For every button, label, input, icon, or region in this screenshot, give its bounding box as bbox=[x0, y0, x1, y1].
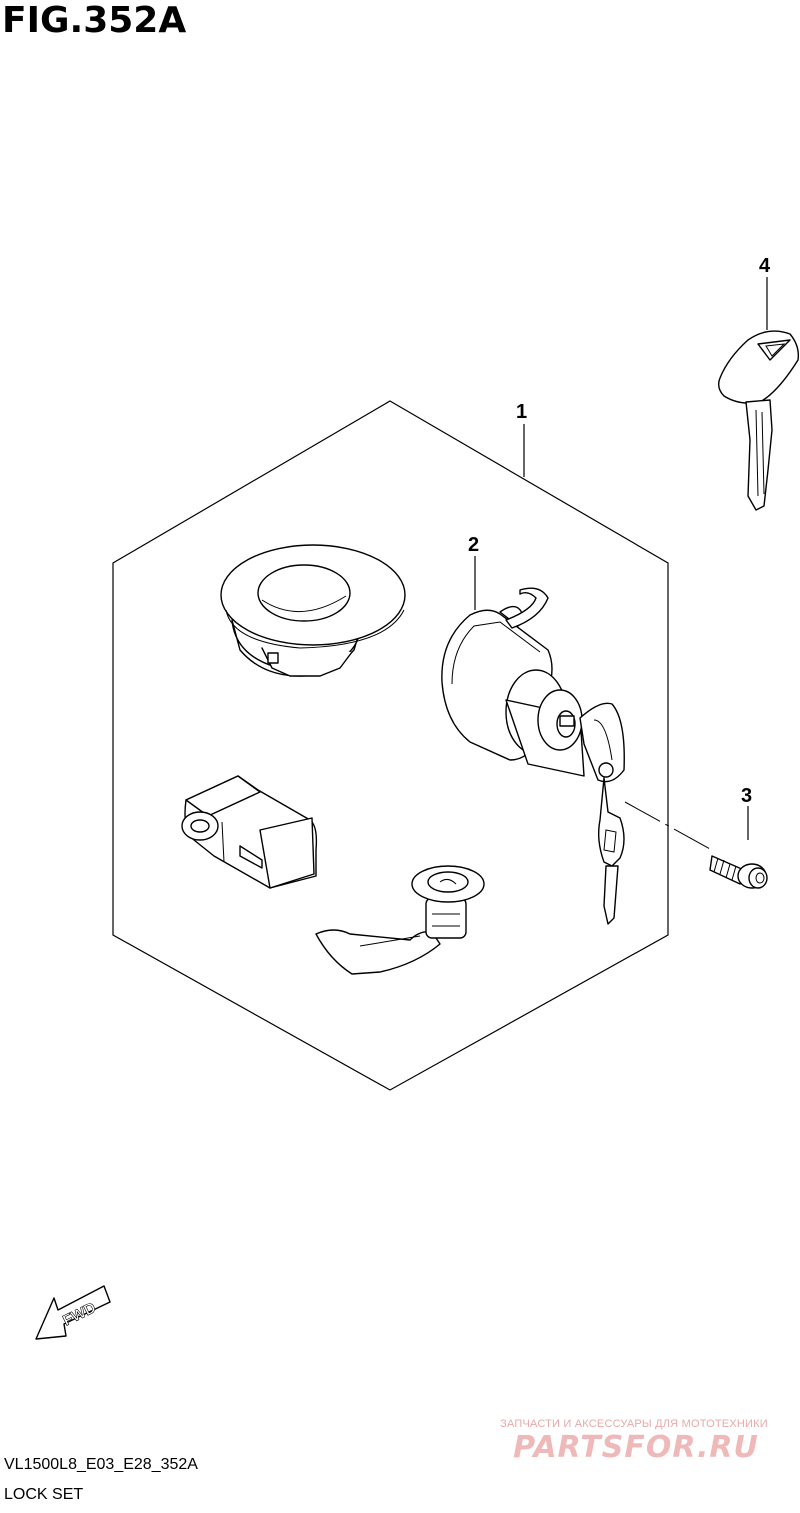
callout-3-label: 3 bbox=[741, 785, 752, 807]
seat-lock-assembly bbox=[441, 587, 625, 925]
helmet-lock-block bbox=[181, 775, 318, 889]
callout-2-label: 2 bbox=[468, 534, 479, 556]
model-code: VL1500L8_E03_E28_352A bbox=[4, 1456, 198, 1473]
key-blank-part bbox=[717, 330, 800, 511]
screw-part bbox=[709, 855, 768, 889]
callout-4-label: 4 bbox=[759, 255, 771, 277]
watermark-tagline: ЗАПЧАСТИ И АКСЕССУАРЫ ДЛЯ МОТОТЕХНИКИ bbox=[500, 1418, 768, 1430]
set-boundary-hexagon bbox=[112, 400, 669, 1091]
watermark-logo: PARTSFOR.RU bbox=[513, 1430, 759, 1465]
fwd-direction-arrow: FWD bbox=[35, 1285, 111, 1340]
cam-lock-with-lever bbox=[315, 865, 485, 975]
set-name: LOCK SET bbox=[4, 1486, 84, 1503]
figure-title: FIG.352A bbox=[2, 0, 187, 41]
assembly-axis-line bbox=[624, 801, 713, 851]
round-lid-cap bbox=[220, 544, 406, 677]
callout-1-label: 1 bbox=[516, 401, 527, 423]
